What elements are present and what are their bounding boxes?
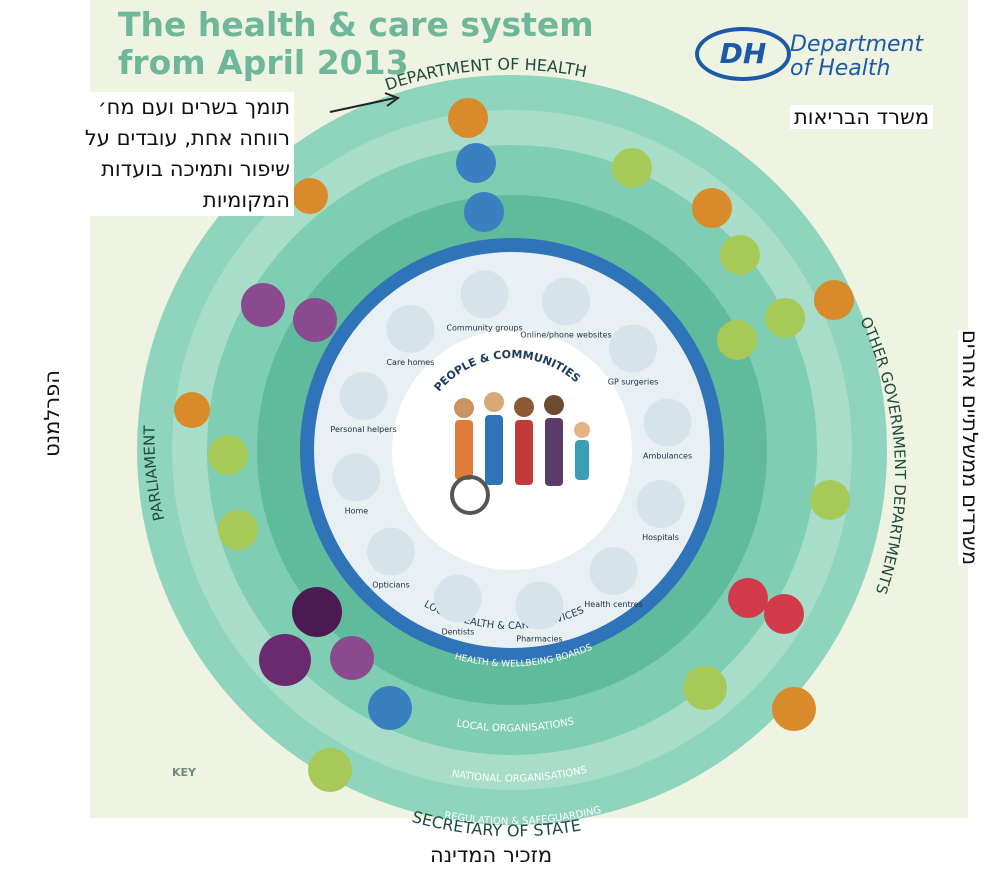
service-label: GP surgeries — [608, 377, 659, 386]
org-bubble — [292, 178, 328, 214]
note-line: תומך בשרים ועם מח׳ — [97, 95, 290, 119]
person-figure — [485, 415, 503, 485]
org-bubble — [218, 510, 258, 550]
org-bubble — [717, 320, 757, 360]
org-bubble — [208, 435, 248, 475]
pointer-arrow — [329, 97, 396, 113]
stethoscope-icon — [609, 324, 658, 373]
home-icon — [332, 453, 381, 502]
org-bubble — [814, 280, 854, 320]
syringe-icon — [589, 547, 638, 596]
key-label: KEY — [172, 766, 197, 779]
org-bubble — [728, 578, 768, 618]
person-figure — [545, 418, 563, 486]
service-label: Pharmacies — [516, 635, 562, 644]
parliament-label: הפרלמנט — [40, 370, 64, 457]
org-bubble — [308, 748, 352, 792]
person-figure — [515, 420, 533, 485]
service-label: Health centres — [584, 600, 643, 609]
service-label: Online/phone websites — [520, 331, 611, 340]
title-line-1: The health & care system — [118, 5, 594, 44]
service-label: Care homes — [386, 358, 434, 367]
service-label: Opticians — [372, 581, 410, 590]
org-bubble — [810, 480, 850, 520]
org-bubble — [683, 666, 727, 710]
org-bubble — [720, 235, 760, 275]
annotation-note: תומך בשרים ועם מח׳ רווחה אחת, עובדים על … — [0, 92, 294, 216]
wheelchair-icon — [450, 475, 490, 515]
title-line-2: from April 2013 — [118, 43, 409, 82]
org-bubble — [330, 636, 374, 680]
org-bubble — [292, 587, 342, 637]
person-figure — [575, 440, 589, 480]
org-bubble — [456, 143, 496, 183]
computer-icon — [542, 277, 591, 326]
other-government-label: משרדים ממשלתיים אחרים — [958, 330, 982, 566]
pill-icon — [515, 581, 564, 630]
person-figure — [574, 422, 590, 438]
ambulance-icon — [643, 398, 692, 447]
moh-label: משרד הבריאות — [790, 105, 934, 129]
note-line: רווחה אחת, עובדים על — [84, 126, 290, 150]
people-illustration — [450, 392, 590, 515]
organisation-bubbles — [174, 98, 854, 792]
dh-logo-text: Department of Health — [790, 33, 923, 81]
service-label: Hospitals — [642, 533, 679, 542]
org-bubble — [241, 283, 285, 327]
person-figure — [455, 420, 473, 480]
service-label: Community groups — [446, 323, 522, 332]
dh-logo-line-2: of Health — [790, 56, 891, 81]
org-bubble — [772, 687, 816, 731]
dh-logo-initials: DH — [719, 37, 767, 70]
service-label: Home — [345, 506, 369, 515]
diagram-title: The health & care system from April 2013 — [118, 6, 594, 82]
helper-icon — [339, 371, 388, 420]
hospital-icon — [636, 480, 685, 529]
org-bubble — [612, 148, 652, 188]
person-figure — [514, 397, 534, 417]
person-figure — [484, 392, 504, 412]
org-bubble — [692, 188, 732, 228]
org-bubble — [174, 392, 210, 428]
toothbrush-icon — [433, 574, 482, 623]
org-bubble — [448, 98, 488, 138]
service-label: Personal helpers — [330, 425, 396, 434]
org-bubble — [293, 298, 337, 342]
dh-logo: DH — [695, 27, 791, 81]
people-icon — [460, 270, 509, 319]
service-label: Dentists — [441, 627, 474, 636]
note-line: המקומיות — [202, 188, 290, 212]
org-bubble — [764, 594, 804, 634]
people-center — [392, 330, 632, 570]
org-bubble — [368, 686, 412, 730]
service-label: Ambulances — [643, 452, 692, 461]
org-bubble — [259, 634, 311, 686]
org-bubble — [464, 192, 504, 232]
org-bubble — [765, 298, 805, 338]
elderly-icon — [386, 304, 435, 353]
glasses-icon — [366, 527, 415, 576]
arrow-head-icon — [384, 92, 401, 107]
dh-logo-line-1: Department — [790, 32, 924, 57]
secretary-label: מזכיר המדינה — [430, 843, 553, 867]
note-line: שיפור ותמיכה בועדות — [101, 157, 290, 181]
person-figure — [544, 395, 564, 415]
person-figure — [454, 398, 474, 418]
